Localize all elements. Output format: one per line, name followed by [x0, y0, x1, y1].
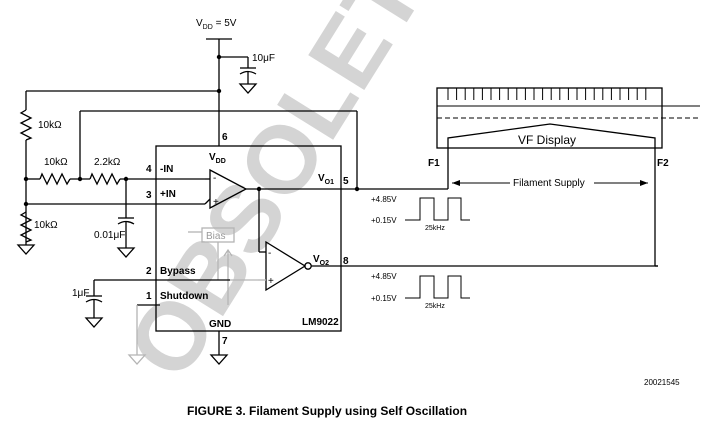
resistor-series — [89, 172, 121, 186]
chip-name: LM9022 — [302, 317, 339, 328]
w2-high: +4.85V — [371, 272, 397, 281]
r-top-label: 10kΩ — [38, 120, 62, 131]
w1-high: +4.85V — [371, 195, 397, 204]
pin-4: 4 — [146, 164, 152, 175]
display-anode-ticks — [447, 88, 647, 100]
pin-6: 6 — [222, 132, 228, 143]
chip-gnd-label: GND — [209, 319, 231, 330]
figure-caption: FIGURE 3. Filament Supply using Self Osc… — [187, 404, 467, 418]
w2-low: +0.15V — [371, 294, 397, 303]
r-series-label: 2.2kΩ — [94, 157, 121, 168]
vo1-label: VO1 — [318, 173, 334, 186]
ground-icon — [116, 247, 136, 258]
pin-8: 8 — [343, 256, 349, 267]
ground-icon — [16, 244, 36, 255]
op-amp-2 — [265, 240, 307, 292]
vo2-label: VO2 — [313, 254, 329, 267]
amp1-minus: - — [213, 173, 216, 184]
shutdown-label: Shutdown — [160, 291, 208, 302]
w1-freq: 25kHz — [425, 225, 445, 232]
f2-label: F2 — [657, 158, 669, 169]
supply-cap-label: 10μF — [252, 53, 275, 64]
ground-icon — [238, 83, 258, 94]
filament — [447, 123, 656, 148]
lm9022-chip — [155, 145, 342, 332]
f1-label: F1 — [428, 158, 440, 169]
waveform-1 — [405, 197, 470, 221]
filament-supply-label: Filament Supply — [513, 178, 585, 189]
c-filter-label: 0.01μF — [94, 230, 125, 241]
chip-vdd-label: VDD — [209, 152, 226, 165]
figure-code: 20021545 — [644, 378, 680, 387]
vf-display-label: VF Display — [518, 133, 576, 147]
pin-5: 5 — [343, 176, 349, 187]
waveform-2 — [405, 275, 470, 299]
ground-icon — [84, 317, 104, 328]
bias-label: Bias — [206, 231, 225, 242]
r-bottom-label: 10kΩ — [34, 220, 58, 231]
w2-freq: 25kHz — [425, 303, 445, 310]
in-plus-label: +IN — [160, 189, 176, 200]
ground-icon — [209, 354, 229, 365]
vdd-label: VDD = 5V — [196, 18, 237, 31]
pin-2: 2 — [146, 266, 152, 277]
resistor-mid — [39, 172, 71, 186]
bypass-label: Bypass — [160, 266, 196, 277]
in-minus-label: -IN — [160, 164, 173, 175]
amp2-minus: - — [268, 248, 271, 259]
pin-1: 1 — [146, 291, 152, 302]
amp1-plus: + — [213, 197, 219, 208]
amp2-plus: + — [268, 276, 274, 287]
pin-3: 3 — [146, 190, 152, 201]
w1-low: +0.15V — [371, 216, 397, 225]
resistor-bottom — [19, 211, 33, 243]
op-amp-1 — [209, 168, 248, 210]
resistor-top — [19, 109, 33, 141]
ground-icon — [127, 354, 147, 365]
c-bypass-label: 1μF — [72, 288, 89, 299]
r-mid-label: 10kΩ — [44, 157, 68, 168]
pin-7: 7 — [222, 336, 228, 347]
cap-plate-curved — [239, 70, 257, 75]
